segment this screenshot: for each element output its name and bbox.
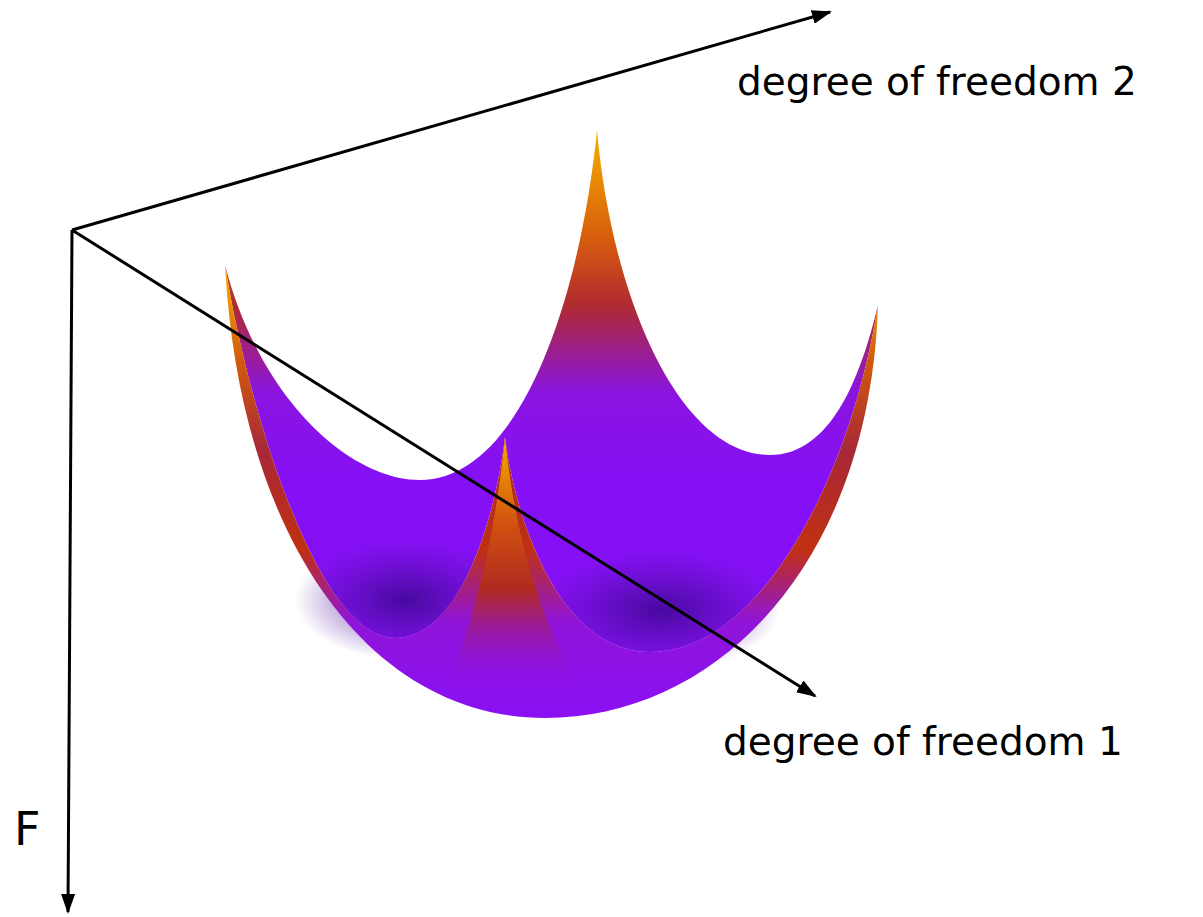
axis-label: F bbox=[14, 803, 40, 856]
axis-f bbox=[68, 230, 72, 912]
axis-dof1 bbox=[72, 230, 815, 696]
axis-label: degree of freedom 2 bbox=[737, 60, 1137, 105]
axis-label: degree of freedom 1 bbox=[723, 720, 1123, 765]
axis-dof2 bbox=[72, 12, 830, 230]
surface-front bbox=[225, 265, 878, 718]
